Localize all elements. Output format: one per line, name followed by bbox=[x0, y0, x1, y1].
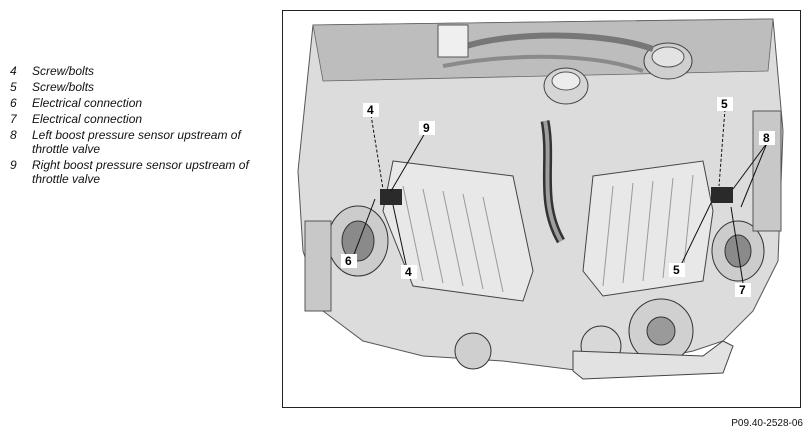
left-engine-side bbox=[304, 220, 332, 312]
ac-compressor-hub bbox=[646, 316, 676, 346]
filter-canister-top bbox=[551, 71, 581, 91]
engine-illustration-frame: 4 9 6 4 5 8 5 7 bbox=[282, 10, 801, 408]
lower-pulley bbox=[454, 332, 492, 370]
oil-filler-cap-top bbox=[651, 46, 685, 68]
legend-item-6: 6 Electrical connection bbox=[10, 96, 272, 110]
legend-number: 8 bbox=[10, 128, 17, 142]
callout-7: 7 bbox=[735, 283, 751, 297]
callout-label: 4 bbox=[405, 265, 412, 279]
center-hose-highlight bbox=[543, 120, 563, 242]
legend-number: 4 bbox=[10, 64, 17, 78]
callout-5-bottom: 5 bbox=[669, 263, 685, 277]
legend-label: Electrical connection bbox=[32, 96, 143, 110]
left-intercooler bbox=[382, 160, 534, 302]
figure-code: P09.40-2528-06 bbox=[731, 418, 803, 429]
legend-item-5: 5 Screw/bolts bbox=[10, 80, 272, 94]
engine-rear-shadow bbox=[312, 18, 774, 82]
callout-6: 6 bbox=[341, 254, 357, 268]
legend-item-4: 4 Screw/bolts bbox=[10, 64, 272, 78]
top-bracket bbox=[437, 24, 469, 58]
legend-label: Left boost pressure sensor upstream of t… bbox=[32, 128, 241, 156]
legend-item-8: 8 Left boost pressure sensor upstream of… bbox=[10, 128, 272, 156]
right-boost-sensor bbox=[711, 187, 733, 203]
legend-item-7: 7 Electrical connection bbox=[10, 112, 272, 126]
right-intercooler-ribs bbox=[602, 174, 694, 287]
legend-label: Electrical connection bbox=[32, 112, 143, 126]
legend-label: Screw/bolts bbox=[32, 64, 95, 78]
refrigerant-line bbox=[572, 340, 734, 380]
legend-label: Screw/bolts bbox=[32, 80, 95, 94]
left-intercooler-ribs bbox=[402, 185, 504, 293]
top-pipes bbox=[456, 32, 655, 52]
top-pipes-2 bbox=[442, 54, 644, 73]
callout-4-top: 4 bbox=[363, 103, 379, 117]
callout-4-bottom: 4 bbox=[401, 265, 417, 279]
legend-label: Right boost pressure sensor upstream of … bbox=[32, 158, 249, 186]
legend-number: 5 bbox=[10, 80, 17, 94]
callout-5-top: 5 bbox=[717, 97, 733, 111]
legend-number: 6 bbox=[10, 96, 17, 110]
legend-list: 4 Screw/bolts 5 Screw/bolts 6 Electrical… bbox=[10, 64, 272, 188]
callout-8: 8 bbox=[759, 131, 775, 145]
right-engine-side bbox=[752, 110, 782, 232]
callout-9: 9 bbox=[419, 121, 435, 135]
legend-number: 9 bbox=[10, 158, 17, 172]
callout-label: 6 bbox=[345, 254, 352, 268]
callout-leaders bbox=[352, 108, 768, 284]
legend-item-9: 9 Right boost pressure sensor upstream o… bbox=[10, 158, 272, 186]
legend-number: 7 bbox=[10, 112, 17, 126]
left-throttle-bore bbox=[341, 220, 375, 262]
callout-label: 4 bbox=[367, 103, 374, 117]
callout-label: 9 bbox=[423, 121, 430, 135]
callout-label: 8 bbox=[763, 131, 770, 145]
callout-label: 7 bbox=[739, 283, 746, 297]
left-boost-sensor bbox=[380, 189, 402, 205]
callout-label: 5 bbox=[721, 97, 728, 111]
engine-illustration: 4 9 6 4 5 8 5 7 bbox=[297, 18, 784, 380]
callout-label: 5 bbox=[673, 263, 680, 277]
